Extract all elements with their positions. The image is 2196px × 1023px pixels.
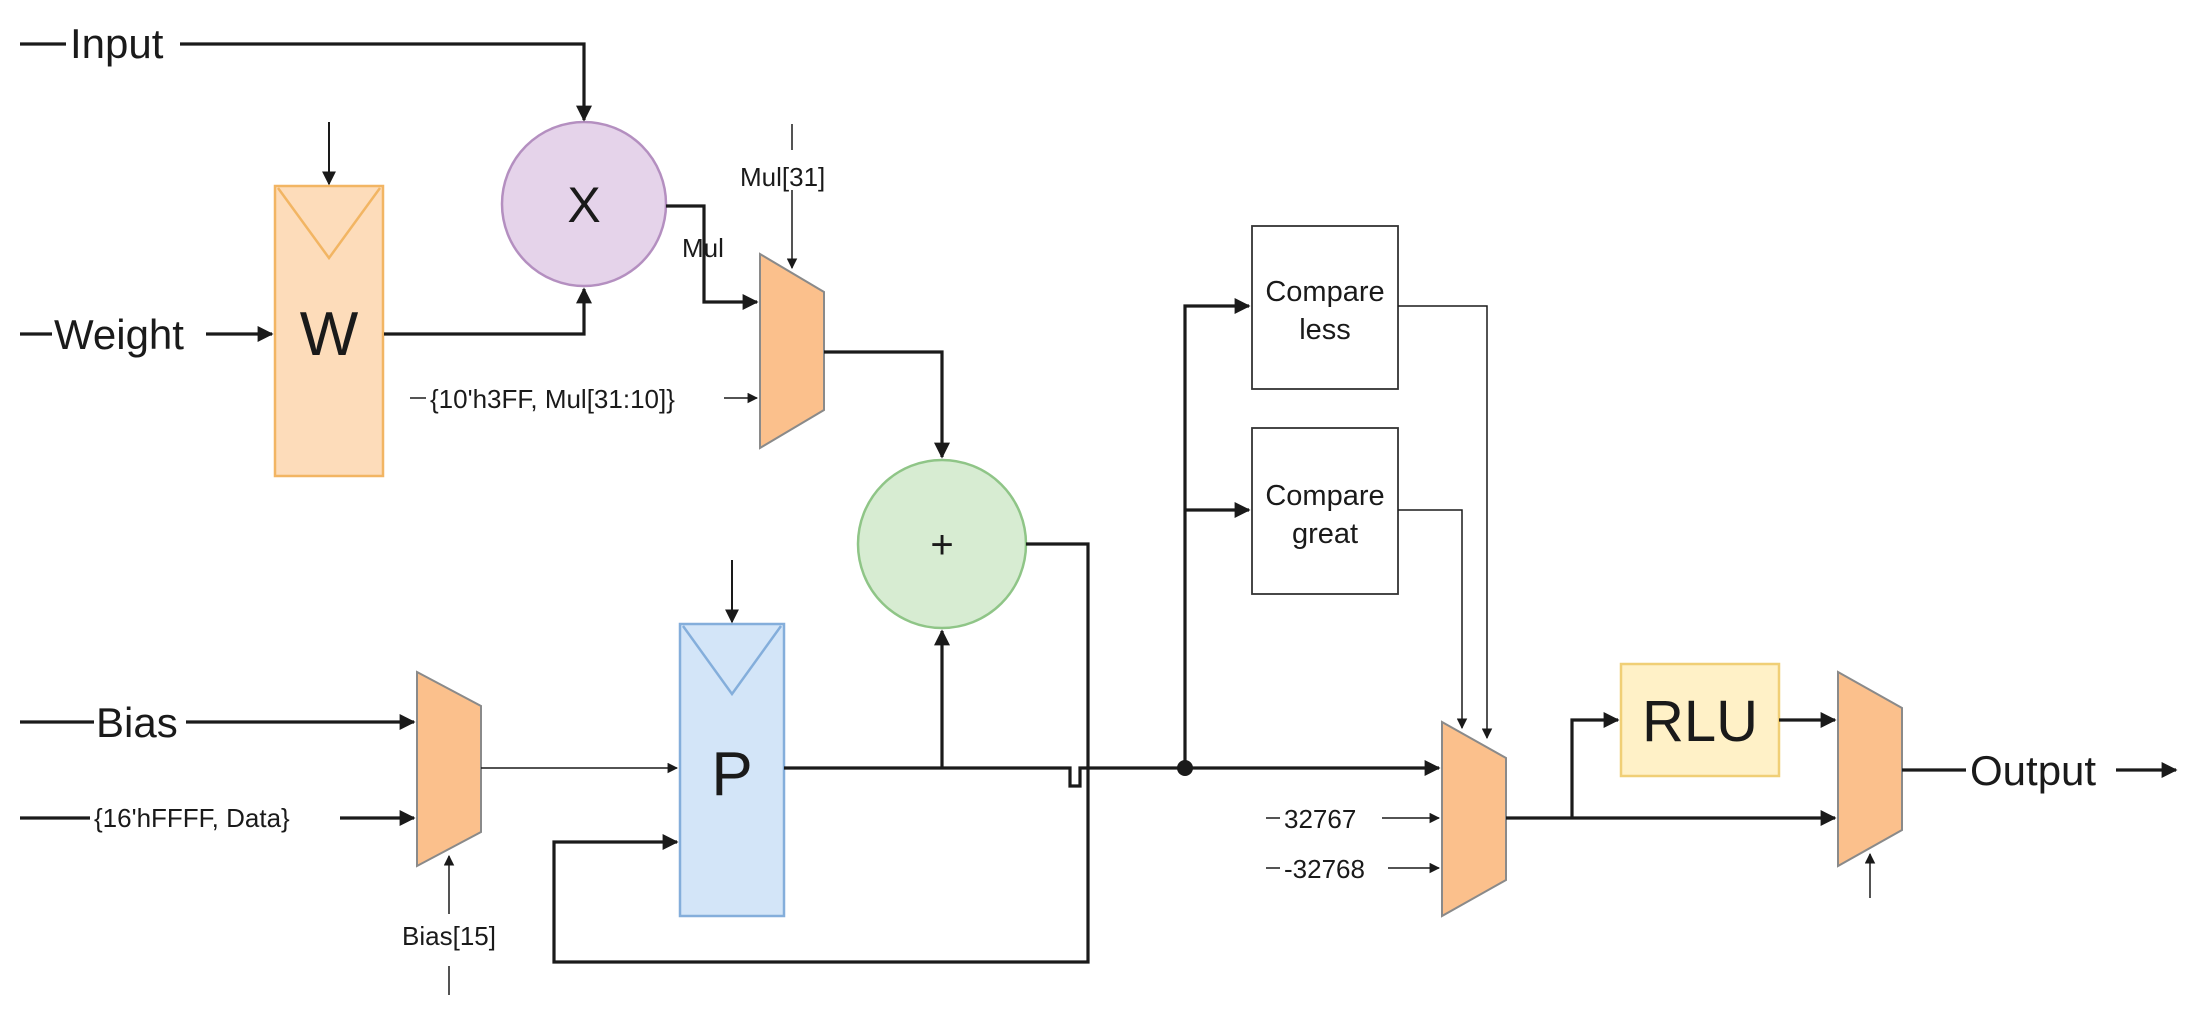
input-label: Input [70,20,164,67]
data-concat-label: {16'hFFFF, Data} [94,803,290,833]
bias-select-mux [416,670,482,868]
weight-label: Weight [54,311,184,358]
adder-label: + [930,523,953,567]
bus-to-compare-less-wire [1183,298,1251,768]
clamp-mux [1441,720,1507,918]
mul-wire [666,204,759,310]
multiplier: X [500,120,668,288]
relu-block: RLU [1619,662,1781,778]
mul-concat-label: {10'h3FF, Mul[31:10]} [430,384,675,414]
output-mux [1837,670,1903,868]
input-to-multiplier-wire [180,42,592,122]
compare-great-label-line1: Compare [1265,480,1384,512]
compare-less-select-wire [1398,305,1493,740]
compare-great-block: Compare great [1251,427,1399,595]
mul-sign-label: Mul[31] [740,162,825,192]
output-label: Output [1970,747,2096,794]
mux-to-adder-wire [824,350,950,459]
compare-great-select-wire [1398,509,1468,730]
adder-feedback-wire [552,542,1090,964]
compare-less-block: Compare less [1251,225,1399,390]
mul-select-mux [759,252,825,450]
const-pos-label: 32767 [1284,804,1356,834]
compare-less-label-line1: Compare [1265,276,1384,308]
weight-register: W [273,184,385,478]
accumulator-register: P [678,622,786,918]
bias-label: Bias [96,699,178,746]
clamp-to-relu-wire [1570,712,1620,818]
const-neg-label: -32768 [1284,854,1365,884]
multiplier-label: X [567,177,600,233]
accumulator-register-label: P [711,740,752,809]
weight-to-multiplier-wire [384,287,592,336]
weight-register-label: W [300,300,359,369]
relu-label: RLU [1642,689,1758,754]
mul-signal-label: Mul [682,233,724,263]
compare-great-label-line2: great [1292,518,1358,550]
accumulator-output-bus [784,760,1441,788]
bias-sign-label: Bias[15] [402,921,496,951]
adder: + [856,458,1028,630]
compare-less-label-line2: less [1299,314,1351,346]
